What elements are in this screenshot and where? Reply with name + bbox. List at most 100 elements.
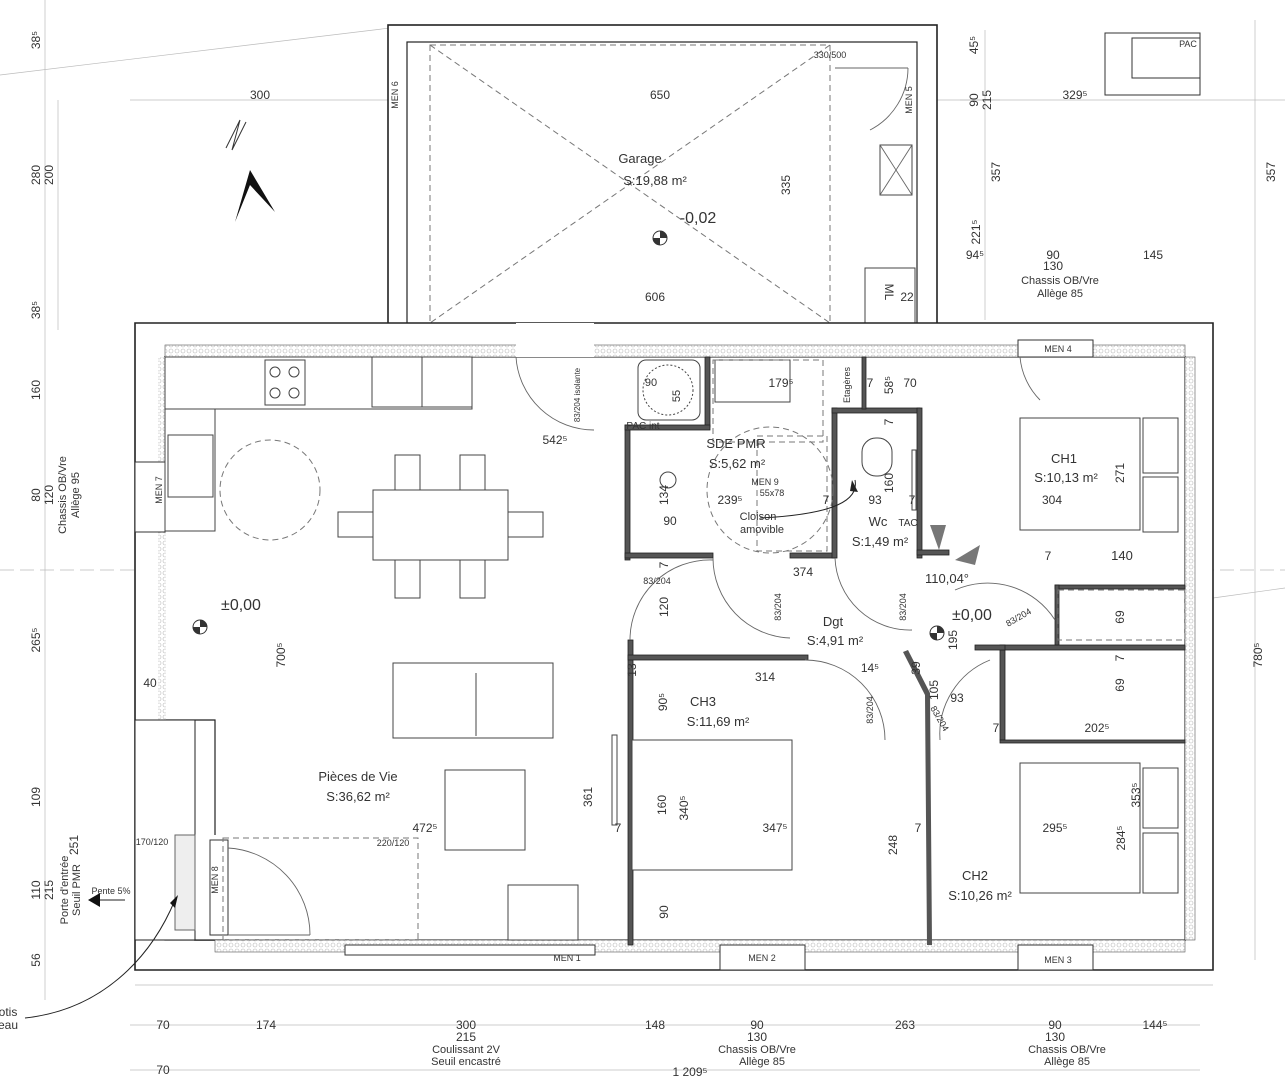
room-area: S:36,62 m² xyxy=(326,789,390,804)
annotation-label: PAC xyxy=(1179,39,1197,49)
annotation-label: otis xyxy=(0,1005,17,1019)
sofa xyxy=(392,662,554,739)
dimension-label: 45⁵ xyxy=(967,36,981,54)
annotation-label: Allège 95 xyxy=(70,472,82,518)
interior-walls xyxy=(624,356,1186,946)
opening-label: 83/204 isolante xyxy=(573,367,582,422)
furniture xyxy=(164,356,1186,941)
dimension-label: 650 xyxy=(650,88,670,102)
bed-ch3 xyxy=(631,739,793,871)
opening-label: MEN 7 xyxy=(154,476,164,504)
dimension-label: 90 xyxy=(1046,248,1060,262)
dimension-label: 13 xyxy=(625,663,639,677)
dimension-label: 215 xyxy=(42,880,56,900)
annotation-label: Chassis OB/Vre xyxy=(1021,275,1099,287)
dimension-label: 90⁵ xyxy=(656,693,670,711)
room-name: CH1 xyxy=(1051,451,1077,466)
bed-ch1 xyxy=(1019,417,1141,531)
opening-label: MEN 4 xyxy=(1044,344,1072,354)
dimension-label: 248 xyxy=(886,835,900,855)
level-label: -0,02 xyxy=(680,210,717,227)
dimension-label: 56 xyxy=(29,953,43,967)
dimension-label: 90 xyxy=(967,93,981,107)
dimension-label: 130 xyxy=(1045,1030,1065,1044)
dimension-label: 109 xyxy=(29,787,43,807)
dimension-label: 300 xyxy=(456,1018,476,1032)
dimension-label: 160 xyxy=(29,380,43,400)
dimension-label: 340⁵ xyxy=(677,795,691,820)
level-marker xyxy=(929,625,945,641)
room-area: S:10,26 m² xyxy=(948,888,1012,903)
dimension-label: 140 xyxy=(1111,548,1133,563)
dimension-label: 700⁵ xyxy=(274,642,288,667)
room-name: Garage xyxy=(618,151,661,166)
dimension-label: Chassis OB/Vre xyxy=(718,1044,796,1056)
dimension-label: 7 xyxy=(909,493,916,507)
dimension-label: 160 xyxy=(655,795,669,815)
annotation-label: Allège 85 xyxy=(1037,288,1083,300)
dimension-label: 174 xyxy=(256,1018,276,1032)
dimension-label: Seuil encastré xyxy=(431,1056,501,1068)
level-label: ±0,00 xyxy=(952,607,992,624)
dimension-label: 200 xyxy=(42,165,56,185)
dimension-label: 120 xyxy=(42,485,56,505)
opening-label: MEN 9 xyxy=(751,477,779,487)
annotation-label: Pente 5% xyxy=(91,886,130,896)
room-area: S:5,62 m² xyxy=(709,456,766,471)
room-name: Wc xyxy=(869,514,888,529)
kitchen-sink xyxy=(167,434,214,498)
dimension-label: 94⁵ xyxy=(966,248,984,262)
garage xyxy=(387,24,938,326)
room-area: S:1,49 m² xyxy=(852,534,909,549)
room-name: CH2 xyxy=(962,868,988,883)
dimension-label: 148 xyxy=(645,1018,665,1032)
dimension-label: 304 xyxy=(1042,493,1062,507)
opening-label: 55x78 xyxy=(760,488,785,498)
dimension-label: 22 xyxy=(900,290,914,304)
opening-label: 330/500 xyxy=(814,50,847,60)
dimension-label: 7 xyxy=(915,821,922,835)
dimension-label: Allège 85 xyxy=(739,1056,785,1068)
opening-label: MEN 3 xyxy=(1044,955,1072,965)
dimension-label: 357 xyxy=(1264,162,1278,182)
dimension-label: 130 xyxy=(1043,259,1063,273)
annotation-label: eau xyxy=(0,1018,18,1032)
dimension-label: 80 xyxy=(29,488,43,502)
entry-ramp xyxy=(174,834,196,931)
dimension-label: 105 xyxy=(927,680,941,700)
dimension-label: 271 xyxy=(1113,463,1127,483)
dimension-label: 202⁵ xyxy=(1085,721,1110,735)
room-name: Dgt xyxy=(823,614,844,629)
entry-arrow-icon xyxy=(24,899,176,1019)
dimension-label: 353⁵ xyxy=(1129,782,1143,807)
dimension-label: 90 xyxy=(1048,1018,1062,1032)
dimension-label: 160 xyxy=(882,473,896,493)
dimension-label: 7 xyxy=(823,493,830,507)
dimension-label: 90 xyxy=(750,1018,764,1032)
dimension-label: 130 xyxy=(747,1030,767,1044)
dimension-label: 347⁵ xyxy=(763,821,788,835)
dimension-label: 134 xyxy=(657,485,671,505)
dimension-label: 90 xyxy=(663,514,677,528)
dimension-label: 7 xyxy=(867,376,874,390)
dimension-label: 1 209⁵ xyxy=(672,1065,707,1079)
dimension-label: 70 xyxy=(156,1018,170,1032)
dimension-label: 361 xyxy=(581,787,595,807)
opening-label: MEN 6 xyxy=(390,81,400,109)
dimension-label: 7 xyxy=(882,418,896,425)
dimension-label: 472⁵ xyxy=(413,821,438,835)
dimension-label: 93 xyxy=(868,493,882,507)
dimension-label: 7 xyxy=(993,721,1000,735)
dimension-label: 145 xyxy=(1143,248,1163,262)
dimension-label: Chassis OB/Vre xyxy=(1028,1044,1106,1056)
annotation-label: Etagères xyxy=(842,366,852,403)
room-area: S:19,88 m² xyxy=(623,173,687,188)
dimension-label: 179⁵ xyxy=(769,376,794,390)
opening-label: 83/204 xyxy=(898,593,908,621)
dimension-label: 90 xyxy=(645,377,657,389)
annotation-label: PAC int xyxy=(626,421,659,432)
dimension-label: 40 xyxy=(143,676,157,690)
level-marker xyxy=(192,619,208,635)
room-area: S:10,13 m² xyxy=(1034,470,1098,485)
